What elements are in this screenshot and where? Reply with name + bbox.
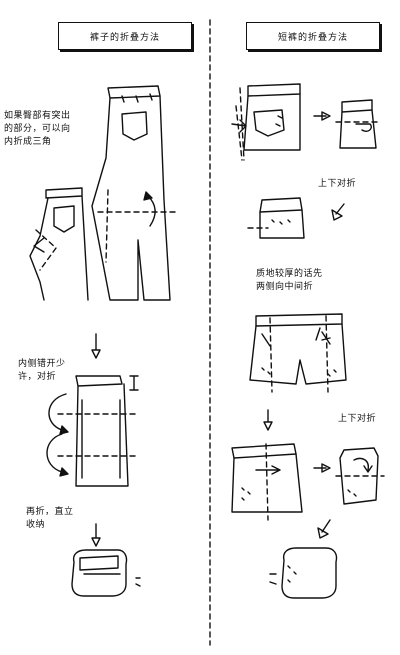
shorts-step1-illustration: [231, 83, 301, 161]
pants-arrow-down-1: [91, 333, 101, 359]
shorts-arrow-diag-2: [317, 519, 331, 539]
shorts-arrow-down-1: [263, 409, 273, 431]
shorts-step5-illustration: [231, 443, 303, 521]
shorts-note-half-1: 上下对折: [318, 179, 357, 189]
pants-arrow-down-2: [91, 523, 101, 547]
shorts-final-illustration: [269, 547, 338, 599]
shorts-note-half-2: 上下对折: [338, 414, 377, 424]
jeans-half-fold-illustration: [46, 375, 139, 487]
shorts-title-box: 短裤的折叠方法: [246, 22, 380, 50]
pants-note-offset: 内侧错开少 许，对折: [18, 359, 66, 382]
shorts-step3-illustration: [247, 197, 305, 239]
shorts-arrow-right-1: [313, 111, 331, 121]
pants-note-stand: 再折，直立 收纳: [26, 507, 74, 530]
jeans-hip-fold-illustration: [29, 187, 89, 301]
shorts-title: 短裤的折叠方法: [277, 32, 348, 43]
pants-title: 裤子的折叠方法: [89, 32, 160, 43]
shorts-step2-illustration: [335, 99, 381, 149]
shorts-note-thick: 质地较厚的话先 两侧向中间折: [256, 269, 323, 292]
shorts-step6-illustration: [335, 447, 385, 505]
jeans-standing-illustration: [71, 549, 141, 597]
pants-title-box: 裤子的折叠方法: [58, 22, 192, 50]
shorts-arrow-diag-1: [331, 203, 345, 221]
pants-note-triangle: 如果臀部有突出 的部分，可以向 内折成三角: [4, 111, 71, 147]
shorts-arrow-right-2: [313, 463, 331, 473]
shorts-step4-illustration: [249, 313, 347, 393]
jeans-full-illustration: [91, 85, 179, 301]
